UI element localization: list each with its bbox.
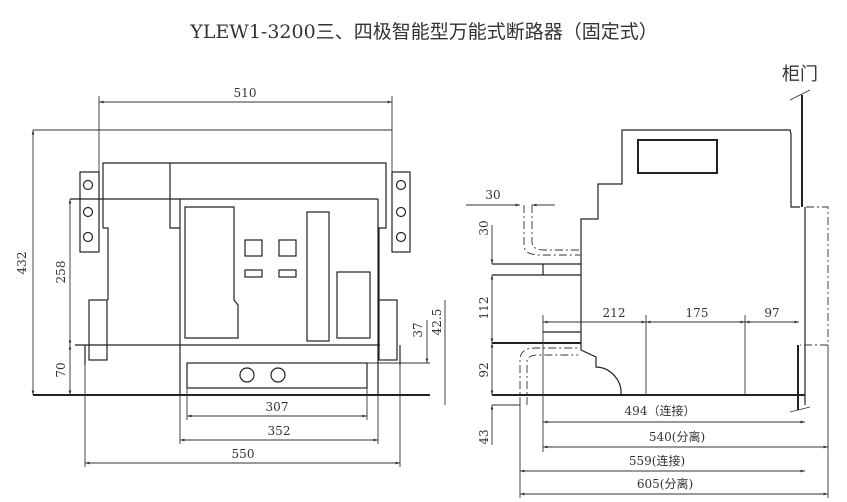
dim-432: 432: [15, 252, 29, 275]
dim-494: 494（连接）: [625, 403, 696, 418]
dim-92: 92: [477, 362, 491, 377]
dim-550: 550: [232, 447, 255, 461]
dim-175: 175: [686, 306, 709, 320]
dim-258: 258: [54, 261, 68, 284]
dim-212: 212: [603, 306, 626, 320]
left-terminal-bracket: [79, 171, 100, 253]
door-label: 柜门: [782, 64, 818, 85]
dim-510: 510: [234, 86, 257, 100]
dim-43: 43: [477, 429, 491, 444]
dim-540: 540(分离): [649, 429, 705, 444]
drawing-title: YLEW1-3200三、四极智能型万能式断路器（固定式）: [189, 21, 657, 43]
dim-42-5: 42.5: [430, 309, 444, 336]
dim-70: 70: [54, 362, 68, 377]
side-view: 柜门 30 30 112 92 43 212 175 97 494（连接） 54…: [466, 64, 829, 498]
dim-37: 37: [411, 322, 425, 337]
right-terminal-bracket: [391, 171, 411, 253]
dim-559: 559(连接): [629, 453, 685, 468]
dim-352: 352: [268, 424, 291, 438]
front-view: 510 432 258 70 37 42.5 307: [15, 86, 446, 467]
dim-30-h: 30: [485, 188, 500, 202]
dim-307: 307: [266, 400, 289, 414]
dim-30-v: 30: [477, 220, 491, 235]
control-panel: [184, 206, 239, 339]
side-window: [637, 139, 718, 174]
bottom-panel: [186, 362, 368, 389]
dim-112: 112: [477, 297, 491, 320]
dim-97: 97: [764, 306, 779, 320]
dim-605: 605(分离): [637, 476, 693, 491]
